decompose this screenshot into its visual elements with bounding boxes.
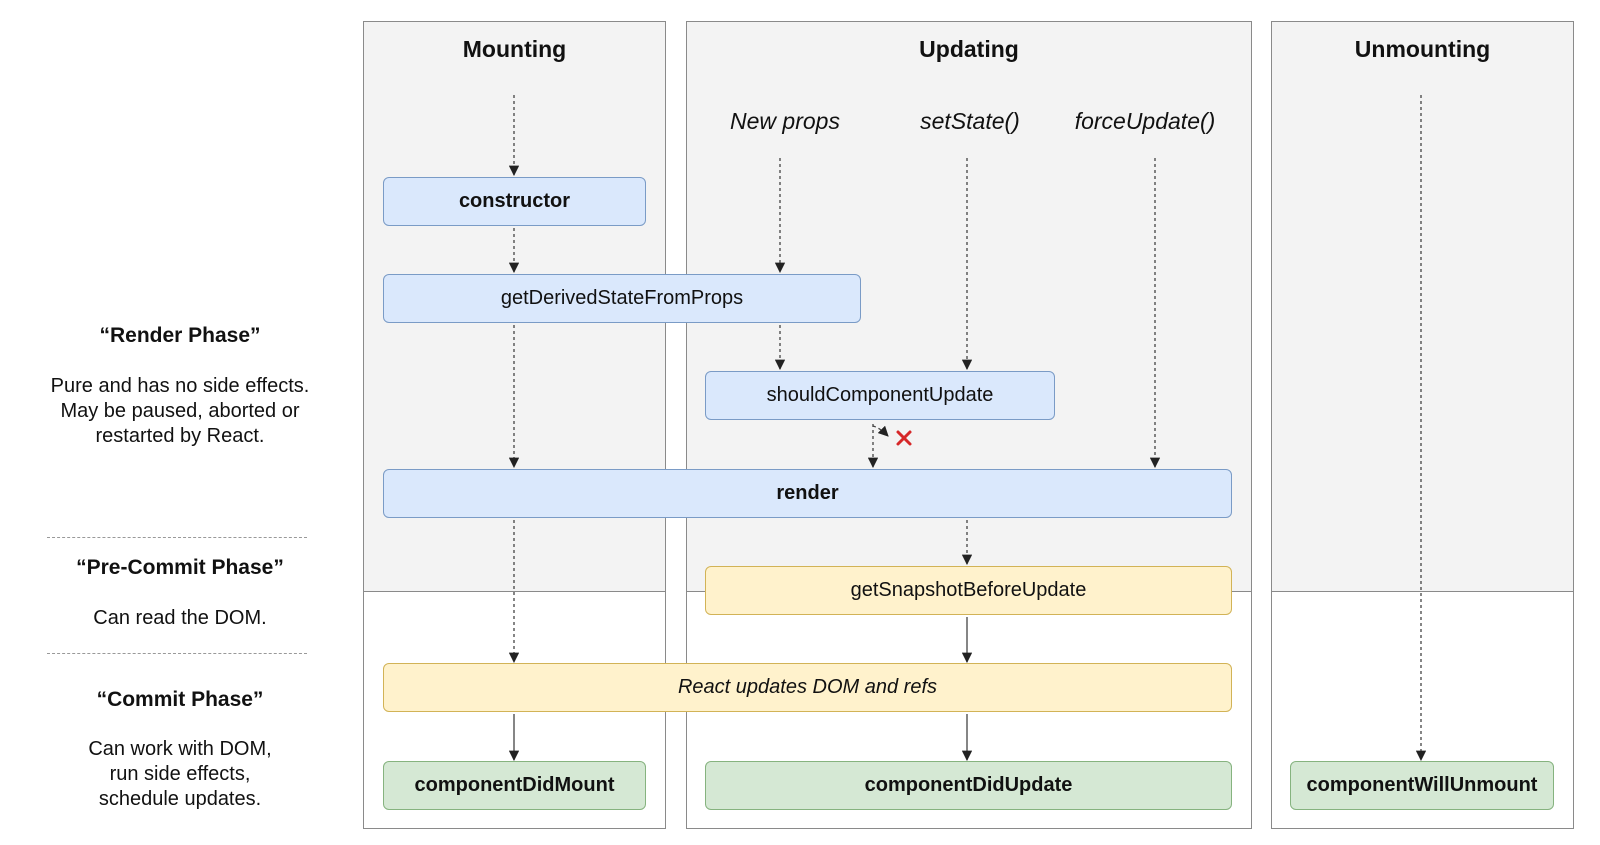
commit-phase-description: Can work with DOM, run side effects, sch… — [20, 737, 340, 812]
get-derived-state-from-props-box: getDerivedStateFromProps — [383, 274, 861, 323]
cancel-x-icon — [896, 430, 912, 446]
pre-commit-phase-title: “Pre-Commit Phase” — [76, 556, 284, 579]
unmounting-phase-boundary — [1271, 591, 1574, 592]
component-will-unmount-label: componentWillUnmount — [1306, 774, 1538, 796]
trigger-set-state: setState() — [920, 108, 1020, 134]
component-will-unmount-box: componentWillUnmount — [1290, 761, 1554, 810]
get-snapshot-before-update-label: getSnapshotBeforeUpdate — [850, 579, 1087, 601]
render-label: render — [776, 482, 839, 504]
arrow-scu-cancel — [872, 425, 889, 437]
commit-phase-desc-line: Can work with DOM, — [88, 738, 272, 760]
pre-commit-phase-description: Can read the DOM. — [20, 606, 340, 631]
component-did-update-box: componentDidUpdate — [705, 761, 1232, 810]
unmounting-title: Unmounting — [1354, 36, 1491, 62]
component-did-mount-label: componentDidMount — [414, 774, 615, 796]
pre-commit-phase-desc-line: Can read the DOM. — [93, 607, 267, 629]
render-phase-desc-line: Pure and has no side effects. — [50, 375, 310, 397]
component-did-mount-box: componentDidMount — [383, 761, 646, 810]
should-component-update-label: shouldComponentUpdate — [766, 384, 994, 406]
render-phase-title: “Render Phase” — [99, 324, 261, 347]
render-phase-desc-line: May be paused, aborted or — [60, 400, 300, 422]
updating-column — [686, 21, 1252, 829]
commit-phase-title: “Commit Phase” — [96, 688, 264, 711]
render-box: render — [383, 469, 1232, 518]
phase-separator — [47, 537, 307, 538]
render-phase-description: Pure and has no side effects. May be pau… — [20, 374, 340, 449]
trigger-force-update: forceUpdate() — [1074, 108, 1216, 134]
component-did-update-label: componentDidUpdate — [864, 774, 1073, 796]
get-snapshot-before-update-box: getSnapshotBeforeUpdate — [705, 566, 1232, 615]
updating-title: Updating — [919, 36, 1019, 62]
unmounting-render-phase-bg — [1271, 22, 1573, 591]
unmounting-column — [1271, 21, 1574, 829]
get-derived-state-from-props-label: getDerivedStateFromProps — [500, 287, 744, 309]
should-component-update-box: shouldComponentUpdate — [705, 371, 1055, 420]
phase-separator — [47, 653, 307, 654]
react-updates-dom-box: React updates DOM and refs — [383, 663, 1232, 712]
render-phase-desc-line: restarted by React. — [95, 425, 265, 447]
constructor-box: constructor — [383, 177, 646, 226]
commit-phase-desc-line: run side effects, — [109, 763, 251, 785]
commit-phase-desc-line: schedule updates. — [98, 788, 262, 810]
constructor-label: constructor — [458, 190, 571, 212]
trigger-new-props: New props — [730, 108, 840, 134]
mounting-title: Mounting — [462, 36, 567, 62]
mounting-phase-boundary — [363, 591, 666, 592]
mounting-column — [363, 21, 666, 829]
react-updates-dom-label: React updates DOM and refs — [677, 676, 937, 698]
